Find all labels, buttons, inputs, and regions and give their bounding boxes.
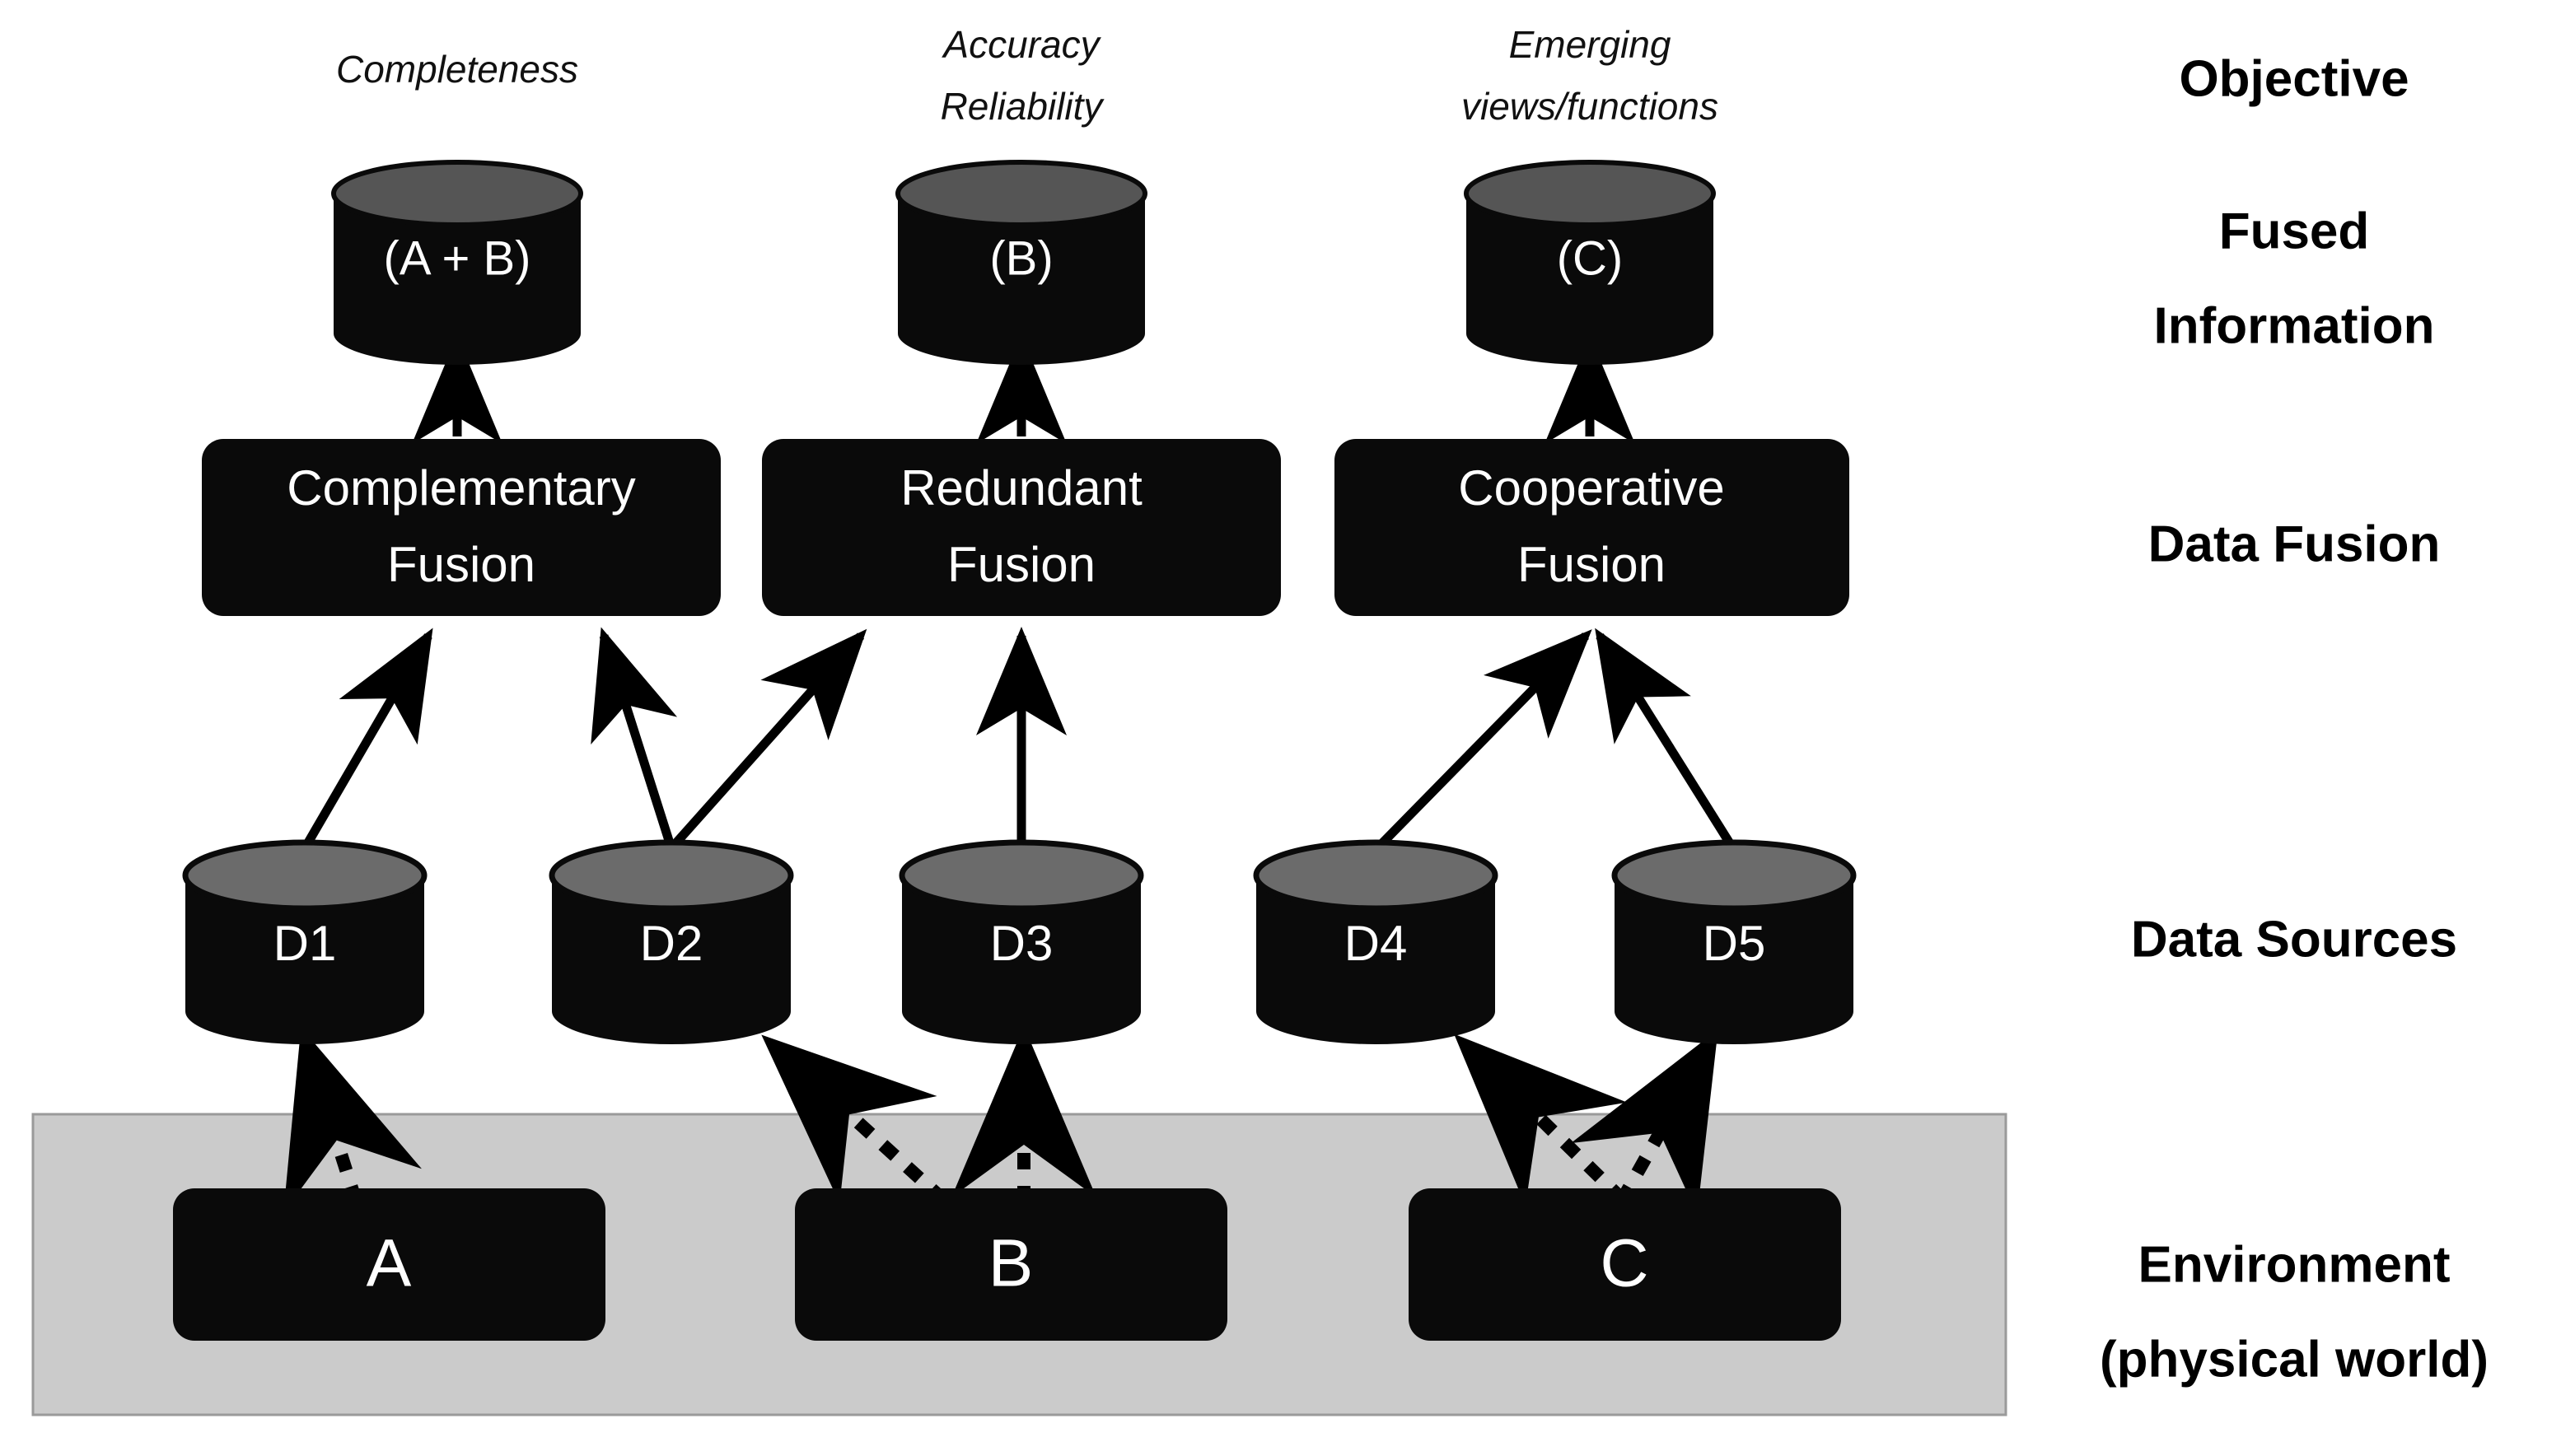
fusion-node-redundant-line1: Redundant <box>900 460 1143 516</box>
environment-entity-a[interactable]: A <box>173 1188 605 1341</box>
row-labels: Objective Fused Information Data Fusion … <box>2100 50 2489 1388</box>
edge-d2-to-complementary <box>591 627 678 850</box>
fused-info-cylinder-b[interactable]: (B) <box>895 160 1147 365</box>
environment-entity-label-a: A <box>367 1226 412 1301</box>
fusion-node-redundant[interactable]: Redundant Fusion <box>762 439 1281 616</box>
data-source-cylinder-d2[interactable]: D2 <box>549 839 794 1044</box>
fused-info-label-c: (C) <box>1557 231 1624 285</box>
data-source-cylinder-d4[interactable]: D4 <box>1253 839 1498 1044</box>
edge-b-to-d2 <box>761 1034 949 1206</box>
data-source-label-d3: D3 <box>990 916 1054 971</box>
objective-label-views-functions: views/functions <box>1461 85 1718 128</box>
objective-annotations: Completeness Accuracy Reliability Emergi… <box>336 23 1718 128</box>
edge-d4-to-cooperative <box>1372 629 1592 853</box>
environment-entity-label-b: B <box>988 1226 1034 1301</box>
objective-label-accuracy: Accuracy <box>941 23 1101 66</box>
data-source-cylinder-d1[interactable]: D1 <box>182 839 428 1044</box>
fusion-node-redundant-line2: Fusion <box>947 537 1096 592</box>
data-source-label-d4: D4 <box>1344 916 1408 971</box>
row-label-information: Information <box>2154 297 2435 354</box>
objective-label-reliability: Reliability <box>941 85 1105 128</box>
edges-source-to-fusion <box>301 627 1738 853</box>
row-label-environment: Environment <box>2138 1236 2451 1293</box>
data-source-label-d1: D1 <box>273 916 337 971</box>
objective-label-emerging: Emerging <box>1509 23 1671 66</box>
edge-d2-to-redundant <box>667 628 867 852</box>
data-source-label-d2: D2 <box>640 916 703 971</box>
data-fusion-row: Complementary Fusion Redundant Fusion Co… <box>202 439 1849 616</box>
fusion-node-cooperative[interactable]: Cooperative Fusion <box>1334 439 1849 616</box>
row-label-data-sources: Data Sources <box>2131 911 2457 968</box>
row-label-fused: Fused <box>2219 203 2370 259</box>
fusion-node-complementary-line2: Fusion <box>387 537 535 592</box>
objective-label-completeness: Completeness <box>336 48 578 91</box>
edge-c-to-d5 <box>1570 1029 1718 1215</box>
fused-info-cylinder-c[interactable]: (C) <box>1464 160 1716 365</box>
edge-d1-to-complementary <box>301 628 433 851</box>
edge-a-to-d1 <box>283 1027 422 1213</box>
edge-d5-to-cooperative <box>1595 628 1738 852</box>
environment-entities: A B C <box>173 1188 1841 1341</box>
fusion-node-cooperative-line2: Fusion <box>1517 537 1666 592</box>
data-source-label-d5: D5 <box>1703 916 1766 971</box>
environment-entity-label-c: C <box>1600 1226 1648 1301</box>
fusion-node-cooperative-line1: Cooperative <box>1458 460 1725 516</box>
fusion-node-complementary[interactable]: Complementary Fusion <box>202 439 721 616</box>
data-source-cylinder-d3[interactable]: D3 <box>899 839 1144 1044</box>
fused-information-row: (A + B) (B) (C) <box>331 160 1716 365</box>
fused-info-label-b: (B) <box>989 231 1053 285</box>
data-sources-row: D1 D2 D3 D4 D5 <box>182 839 1857 1044</box>
edges-environment-to-source <box>283 1026 1718 1215</box>
fused-info-label-ab: (A + B) <box>384 231 531 285</box>
row-label-physical-world: (physical world) <box>2100 1331 2489 1388</box>
row-label-data-fusion: Data Fusion <box>2148 516 2441 572</box>
data-source-cylinder-d5[interactable]: D5 <box>1611 839 1857 1044</box>
environment-entity-c[interactable]: C <box>1409 1188 1841 1341</box>
row-label-objective: Objective <box>2179 50 2409 107</box>
fused-info-cylinder-ab[interactable]: (A + B) <box>331 160 583 365</box>
fusion-node-complementary-line1: Complementary <box>287 460 636 516</box>
environment-entity-b[interactable]: B <box>795 1188 1227 1341</box>
